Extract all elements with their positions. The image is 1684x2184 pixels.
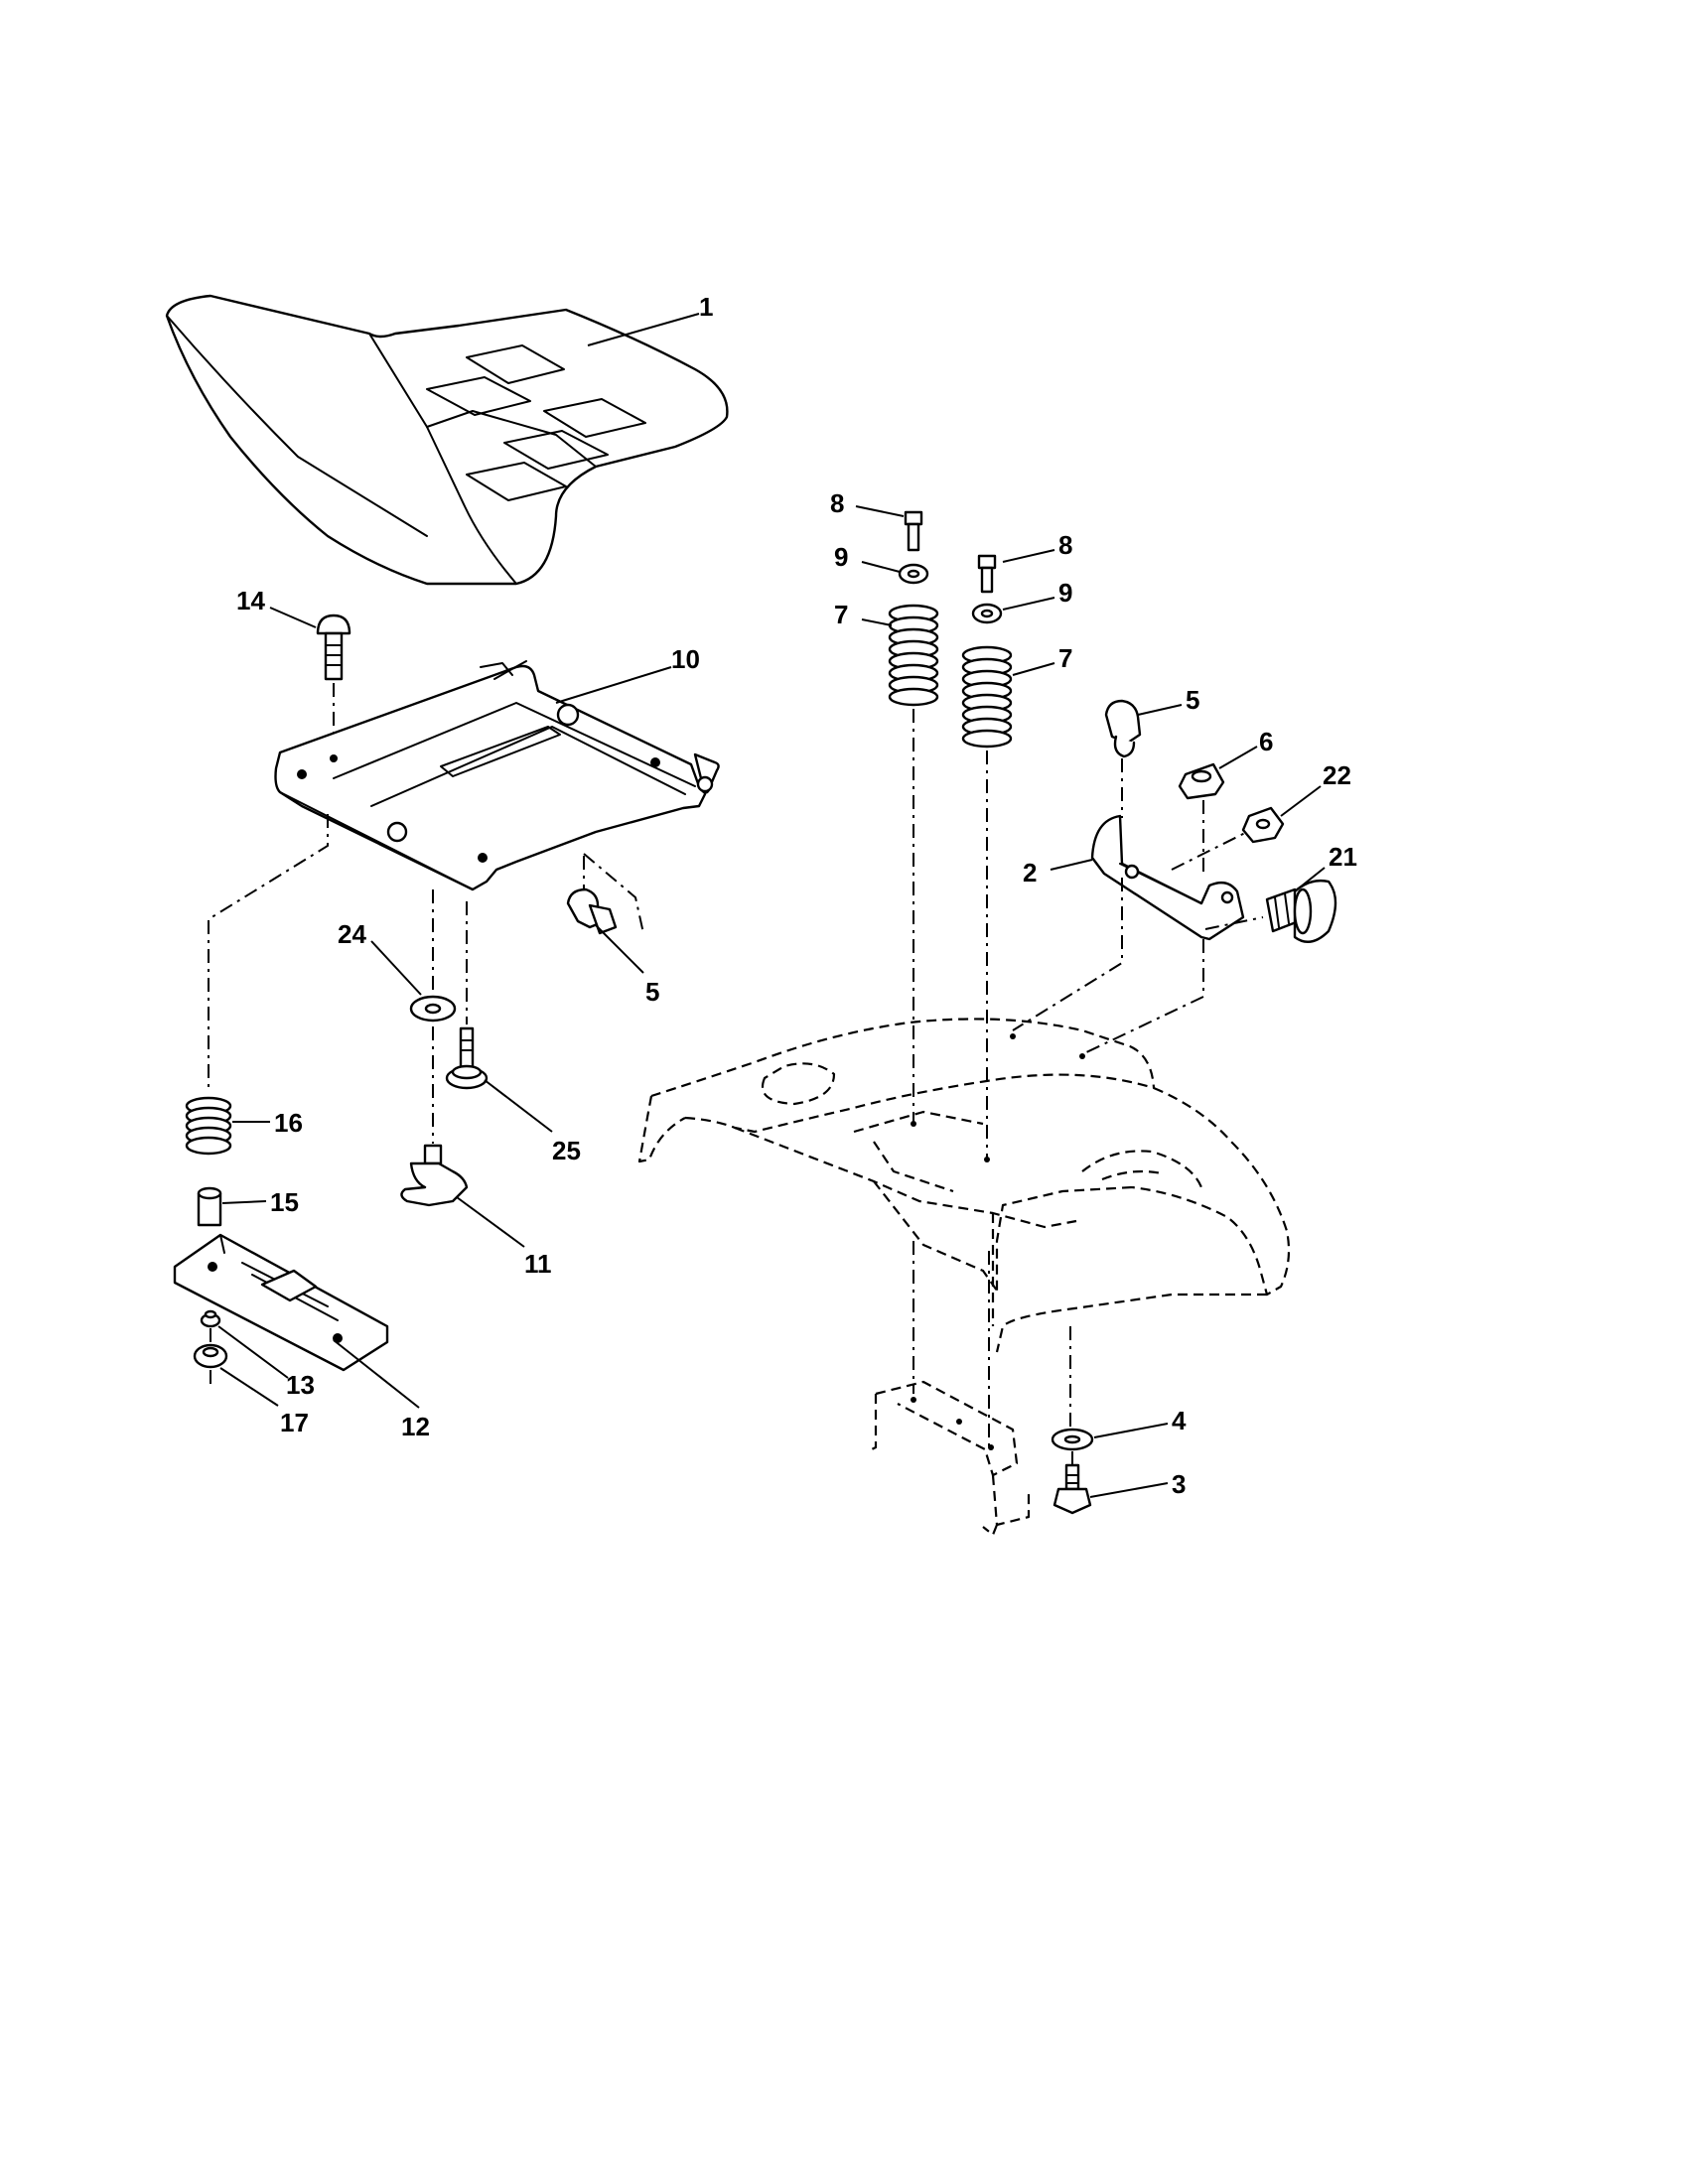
flat-washer bbox=[1051, 1428, 1094, 1451]
seat-pan bbox=[274, 660, 720, 891]
bolt-8-right bbox=[977, 554, 997, 594]
washer-9-right bbox=[971, 603, 1003, 624]
callout-22: 22 bbox=[1323, 760, 1351, 790]
shoulder-bolt-21 bbox=[1265, 879, 1337, 943]
clip-right bbox=[1104, 699, 1142, 758]
callout-24: 24 bbox=[338, 919, 366, 949]
nut-13 bbox=[200, 1309, 221, 1328]
hex-nut bbox=[1241, 806, 1285, 844]
adjustment-plate bbox=[173, 1233, 389, 1372]
callout-17: 17 bbox=[280, 1408, 309, 1437]
callout-5-right: 5 bbox=[1186, 685, 1199, 715]
callout-1: 1 bbox=[699, 292, 713, 322]
callout-9-left: 9 bbox=[834, 542, 848, 572]
fender-outline bbox=[637, 1018, 1291, 1353]
hex-bolt bbox=[1052, 1463, 1092, 1515]
lock-nut bbox=[1178, 762, 1225, 800]
callout-2: 2 bbox=[1023, 858, 1037, 887]
callout-12: 12 bbox=[401, 1412, 430, 1441]
callout-4: 4 bbox=[1172, 1406, 1187, 1435]
seat-panel-grid bbox=[426, 344, 646, 501]
bolt-8-left bbox=[904, 510, 923, 552]
callout-25: 25 bbox=[552, 1136, 581, 1165]
seat-bracket bbox=[1090, 814, 1245, 941]
washer-9-left bbox=[898, 563, 929, 585]
carriage-bolt bbox=[316, 614, 351, 681]
spring-small bbox=[185, 1096, 232, 1156]
callout-6: 6 bbox=[1259, 727, 1273, 756]
callout-7-right: 7 bbox=[1058, 643, 1072, 673]
clip-left bbox=[566, 887, 618, 935]
callout-10: 10 bbox=[671, 644, 700, 674]
spring-7-left bbox=[888, 604, 939, 707]
callout-16: 16 bbox=[274, 1108, 303, 1138]
nut-17 bbox=[193, 1343, 228, 1369]
callout-9-right: 9 bbox=[1058, 578, 1072, 608]
callout-8-left: 8 bbox=[830, 488, 844, 518]
spring-7-right bbox=[961, 645, 1013, 749]
callout-3: 3 bbox=[1172, 1469, 1186, 1499]
washer bbox=[409, 995, 457, 1023]
callout-14: 14 bbox=[236, 586, 265, 615]
seat bbox=[165, 294, 729, 586]
callout-11: 11 bbox=[524, 1249, 552, 1279]
callout-13: 13 bbox=[286, 1370, 315, 1400]
callout-5-left: 5 bbox=[645, 977, 659, 1007]
spacer bbox=[197, 1186, 222, 1227]
frame-bracket-outline bbox=[867, 1380, 1031, 1537]
callout-21: 21 bbox=[1329, 842, 1357, 872]
callout-15: 15 bbox=[270, 1187, 299, 1217]
callout-7-left: 7 bbox=[834, 600, 848, 629]
adjustment-knob bbox=[400, 1144, 469, 1207]
callout-8-right: 8 bbox=[1058, 530, 1072, 560]
shoulder-bolt bbox=[445, 1026, 489, 1090]
